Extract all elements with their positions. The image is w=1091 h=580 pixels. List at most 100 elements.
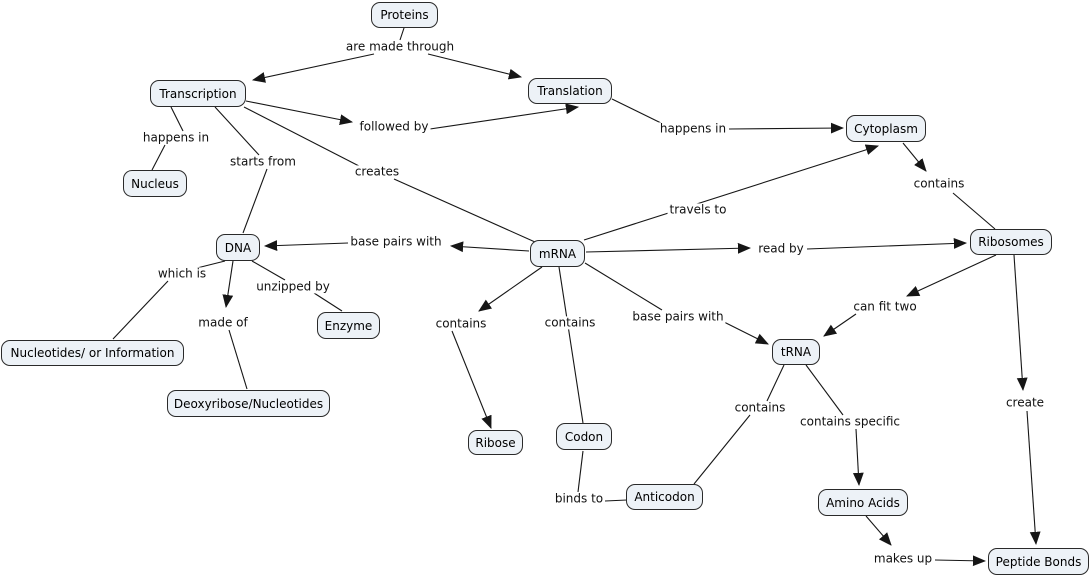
node-label-proteins: Proteins	[380, 8, 429, 22]
edge-read-by-to-ribosomes	[806, 238, 968, 250]
edge-label-contains-anticodon[interactable]: contains	[732, 400, 788, 415]
node-trna[interactable]: tRNA	[772, 339, 820, 365]
node-cytoplasm[interactable]: Cytoplasm	[846, 115, 926, 142]
edge-label-binds-to[interactable]: binds to	[552, 491, 606, 506]
edge-ribosomes-to-create	[1013, 254, 1028, 392]
node-label-amino-acids: Amino Acids	[826, 495, 900, 510]
edge-dna-to-made-of	[222, 260, 234, 309]
node-dna[interactable]: DNA	[216, 234, 260, 261]
node-label-nucleus: Nucleus	[131, 176, 179, 191]
edge-happens-in-cytoplasm-to-cytoplasm	[728, 122, 845, 134]
edge-starts-from-to-dna	[242, 168, 268, 234]
edge-label-creates[interactable]: creates	[352, 164, 402, 179]
edge-binds-to-to-anticodon	[604, 499, 628, 502]
edge-label-are-made-through[interactable]: are made through	[343, 39, 457, 54]
node-mrna[interactable]: mRNA	[530, 240, 585, 267]
edge-label-base-pairs-with-trna[interactable]: base pairs with	[630, 309, 726, 324]
node-transcription[interactable]: Transcription	[150, 80, 246, 107]
edge-contains-anticodon-to-anticodon	[693, 414, 751, 485]
node-label-codon: Codon	[564, 429, 604, 444]
edge-mrna-to-base-pairs-with-trna	[584, 262, 663, 311]
edge-are-made-through-to-translation	[427, 53, 523, 80]
node-codon[interactable]: Codon	[556, 423, 612, 450]
node-label-nucleotides-info: Nucleotides/ or Information	[10, 346, 175, 360]
edge-codon-to-binds-to	[577, 450, 584, 493]
edge-creates-to-mrna	[393, 178, 536, 243]
edge-can-fit-two-to-trna	[823, 313, 857, 337]
node-label-ribose: Ribose	[475, 435, 516, 450]
edge-transcription-to-followed-by	[245, 100, 354, 125]
node-label-ribosomes: Ribosomes	[978, 235, 1044, 249]
node-nucleotides-info[interactable]: Nucleotides/ or Information	[1, 340, 184, 366]
node-enzyme[interactable]: Enzyme	[317, 312, 380, 339]
edge-cytoplasm-to-contains-ribosomes	[902, 142, 927, 172]
node-label-mrna: mRNA	[538, 246, 577, 261]
node-translation[interactable]: Translation	[528, 78, 612, 104]
edge-contains-ribose-to-ribose	[451, 330, 492, 429]
node-peptide-bonds[interactable]: Peptide Bonds	[988, 548, 1089, 575]
edge-label-contains-ribosomes[interactable]: contains	[911, 176, 967, 191]
node-ribose[interactable]: Ribose	[468, 430, 523, 455]
edge-label-read-by[interactable]: read by	[756, 241, 806, 256]
node-label-anticodon: Anticodon	[634, 490, 695, 504]
edge-ribosomes-to-can-fit-two	[906, 254, 997, 297]
edge-base-pairs-with-dna-to-dna	[263, 240, 349, 251]
edge-amino-acids-to-makes-up	[865, 515, 892, 546]
edge-mrna-to-codon	[558, 266, 584, 424]
edge-create-to-peptide-bonds	[1026, 410, 1041, 546]
edge-happens-in-nucleus-to-nucleus	[151, 144, 166, 171]
edge-transcription-to-creates	[243, 106, 360, 167]
edge-mrna-to-contains-ribose	[478, 266, 543, 312]
node-anticodon[interactable]: Anticodon	[626, 484, 703, 510]
edge-label-made-of[interactable]: made of	[196, 315, 250, 330]
node-ribosomes[interactable]: Ribosomes	[970, 229, 1052, 255]
edge-followed-by-to-translation	[429, 103, 580, 130]
edge-label-unzipped-by[interactable]: unzipped by	[254, 279, 332, 294]
edge-label-base-pairs-with-dna[interactable]: base pairs with	[348, 234, 444, 249]
edge-label-happens-in-nucleus[interactable]: happens in	[140, 130, 212, 145]
edge-label-makes-up[interactable]: makes up	[871, 551, 935, 566]
node-label-trna: tRNA	[780, 345, 812, 359]
edge-mrna-to-read-by	[585, 242, 752, 254]
edge-which-is-to-nucleotides-info	[112, 280, 169, 340]
edge-base-pairs-with-trna-to-trna	[723, 321, 769, 345]
edge-trna-to-contains-anticodon	[766, 364, 785, 402]
edge-label-contains-ribose[interactable]: contains	[433, 316, 489, 331]
node-label-enzyme: Enzyme	[324, 318, 373, 333]
edge-label-happens-in-cytoplasm[interactable]: happens in	[657, 121, 729, 136]
edge-are-made-through-to-transcription	[251, 53, 375, 83]
edge-translation-to-happens-in-cytoplasm	[611, 98, 662, 124]
node-deoxyribose[interactable]: Deoxyribose/Nucleotides	[167, 390, 330, 417]
edge-dna-to-unzipped-by	[251, 260, 286, 281]
edge-proteins-to-are-made-through	[399, 27, 405, 41]
edge-made-of-to-deoxyribose	[228, 329, 248, 390]
node-label-cytoplasm: Cytoplasm	[854, 121, 918, 136]
edge-makes-up-to-peptide-bonds	[934, 555, 987, 567]
edge-mrna-to-base-pairs-with-dna	[449, 241, 530, 253]
edge-unzipped-by-to-enzyme	[313, 292, 343, 312]
node-label-transcription: Transcription	[159, 86, 237, 101]
edge-label-starts-from[interactable]: starts from	[228, 154, 298, 169]
node-amino-acids[interactable]: Amino Acids	[818, 489, 908, 516]
edge-label-which-is[interactable]: which is	[155, 266, 209, 281]
edge-mrna-to-cytoplasm	[583, 144, 880, 241]
edge-label-contains-specific[interactable]: contains specific	[798, 414, 902, 429]
edge-label-travels-to[interactable]: travels to	[667, 202, 729, 217]
edge-dna-to-which-is	[196, 260, 226, 269]
node-nucleus[interactable]: Nucleus	[123, 170, 187, 197]
edge-trna-to-contains-specific	[805, 364, 844, 416]
node-label-dna: DNA	[224, 240, 252, 255]
node-label-peptide-bonds: Peptide Bonds	[995, 554, 1082, 569]
edge-label-create[interactable]: create	[1003, 395, 1047, 410]
node-label-translation: Translation	[537, 84, 603, 98]
edge-contains-specific-to-amino-acids	[852, 428, 864, 487]
edge-contains-ribosomes-to-ribosomes	[952, 192, 996, 230]
edge-label-can-fit-two[interactable]: can fit two	[851, 299, 919, 314]
edge-label-contains-codon[interactable]: contains	[542, 315, 598, 330]
edge-label-followed-by[interactable]: followed by	[357, 119, 431, 134]
node-proteins[interactable]: Proteins	[371, 2, 438, 28]
edge-transcription-to-happens-in-nucleus	[170, 106, 184, 132]
